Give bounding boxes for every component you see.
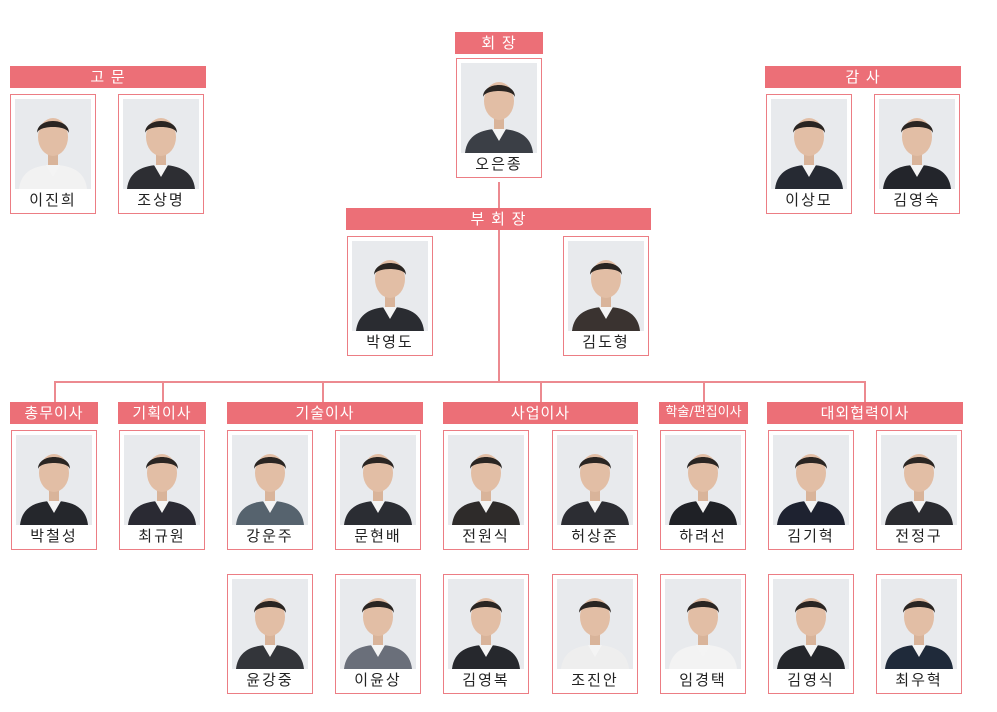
person-card: 김영숙 bbox=[874, 94, 960, 214]
portrait-photo bbox=[448, 435, 524, 525]
portrait-photo bbox=[16, 435, 92, 525]
portrait-photo bbox=[568, 241, 644, 331]
person-name: 김기혁 bbox=[787, 527, 835, 545]
connector-drop-academic bbox=[703, 381, 705, 402]
person-card: 조상명 bbox=[118, 94, 204, 214]
person-card: 문현배 bbox=[335, 430, 421, 550]
group-planning-header: 기획이사 bbox=[118, 402, 206, 424]
connector-drop-general bbox=[54, 381, 56, 402]
person-name: 이진희 bbox=[29, 191, 77, 209]
person-name: 박영도 bbox=[366, 333, 414, 351]
portrait-photo bbox=[124, 435, 200, 525]
person-card: 전정구 bbox=[876, 430, 962, 550]
connector-drop-business bbox=[540, 381, 542, 402]
person-card: 박영도 bbox=[347, 236, 433, 356]
person-name: 조상명 bbox=[137, 191, 185, 209]
portrait-photo bbox=[773, 435, 849, 525]
person-name: 윤강중 bbox=[246, 671, 294, 689]
person-card: 전원식 bbox=[443, 430, 529, 550]
portrait-photo bbox=[557, 579, 633, 669]
person-card: 김영복 bbox=[443, 574, 529, 694]
portrait-photo bbox=[881, 579, 957, 669]
portrait-photo bbox=[665, 579, 741, 669]
portrait-photo bbox=[232, 579, 308, 669]
person-card: 하려선 bbox=[660, 430, 746, 550]
portrait-photo bbox=[771, 99, 847, 189]
person-card: 박철성 bbox=[11, 430, 97, 550]
person-name: 최규원 bbox=[138, 527, 186, 545]
portrait-photo bbox=[881, 435, 957, 525]
portrait-photo bbox=[557, 435, 633, 525]
group-external-header: 대외협력이사 bbox=[767, 402, 963, 424]
portrait-photo bbox=[15, 99, 91, 189]
group-tech-header: 기술이사 bbox=[227, 402, 423, 424]
group-vice-header: 부 회 장 bbox=[346, 208, 651, 230]
portrait-photo bbox=[665, 435, 741, 525]
group-academic-header: 학술/편집이사 bbox=[659, 402, 748, 424]
portrait-photo bbox=[461, 63, 537, 153]
group-business-header: 사업이사 bbox=[443, 402, 638, 424]
group-chairman-header: 회 장 bbox=[455, 32, 543, 54]
person-name: 김영숙 bbox=[893, 191, 941, 209]
connector-drop-tech bbox=[322, 381, 324, 402]
person-name: 조진안 bbox=[571, 671, 619, 689]
group-auditors-header: 감 사 bbox=[765, 66, 961, 88]
person-card: 김영식 bbox=[768, 574, 854, 694]
person-name: 김영복 bbox=[462, 671, 510, 689]
connector-horizontal bbox=[54, 381, 866, 383]
person-name: 김도형 bbox=[582, 333, 630, 351]
portrait-photo bbox=[448, 579, 524, 669]
person-name: 임경택 bbox=[679, 671, 727, 689]
portrait-photo bbox=[879, 99, 955, 189]
portrait-photo bbox=[123, 99, 199, 189]
person-name: 전원식 bbox=[462, 527, 510, 545]
person-card: 이상모 bbox=[766, 94, 852, 214]
group-advisors-header: 고 문 bbox=[10, 66, 206, 88]
person-card: 조진안 bbox=[552, 574, 638, 694]
person-card: 강운주 bbox=[227, 430, 313, 550]
connector-drop-planning bbox=[162, 381, 164, 402]
person-card: 이진희 bbox=[10, 94, 96, 214]
person-card: 허상준 bbox=[552, 430, 638, 550]
person-card: 최우혁 bbox=[876, 574, 962, 694]
person-card: 임경택 bbox=[660, 574, 746, 694]
portrait-photo bbox=[773, 579, 849, 669]
person-card: 오은종 bbox=[456, 58, 542, 178]
portrait-photo bbox=[232, 435, 308, 525]
person-card: 김기혁 bbox=[768, 430, 854, 550]
portrait-photo bbox=[340, 435, 416, 525]
person-card: 최규원 bbox=[119, 430, 205, 550]
group-general-header: 총무이사 bbox=[10, 402, 98, 424]
portrait-photo bbox=[340, 579, 416, 669]
person-name: 허상준 bbox=[571, 527, 619, 545]
person-name: 전정구 bbox=[895, 527, 943, 545]
person-name: 이윤상 bbox=[354, 671, 402, 689]
person-name: 최우혁 bbox=[895, 671, 943, 689]
person-name: 박철성 bbox=[30, 527, 78, 545]
connector-chairman-vice bbox=[498, 182, 500, 208]
person-name: 오은종 bbox=[475, 155, 523, 173]
portrait-photo bbox=[352, 241, 428, 331]
connector-drop-external bbox=[864, 381, 866, 402]
person-name: 강운주 bbox=[246, 527, 294, 545]
person-name: 문현배 bbox=[354, 527, 402, 545]
person-name: 하려선 bbox=[679, 527, 727, 545]
person-card: 김도형 bbox=[563, 236, 649, 356]
person-name: 이상모 bbox=[785, 191, 833, 209]
person-card: 이윤상 bbox=[335, 574, 421, 694]
person-card: 윤강중 bbox=[227, 574, 313, 694]
person-name: 김영식 bbox=[787, 671, 835, 689]
connector-vice-trunk bbox=[498, 230, 500, 382]
